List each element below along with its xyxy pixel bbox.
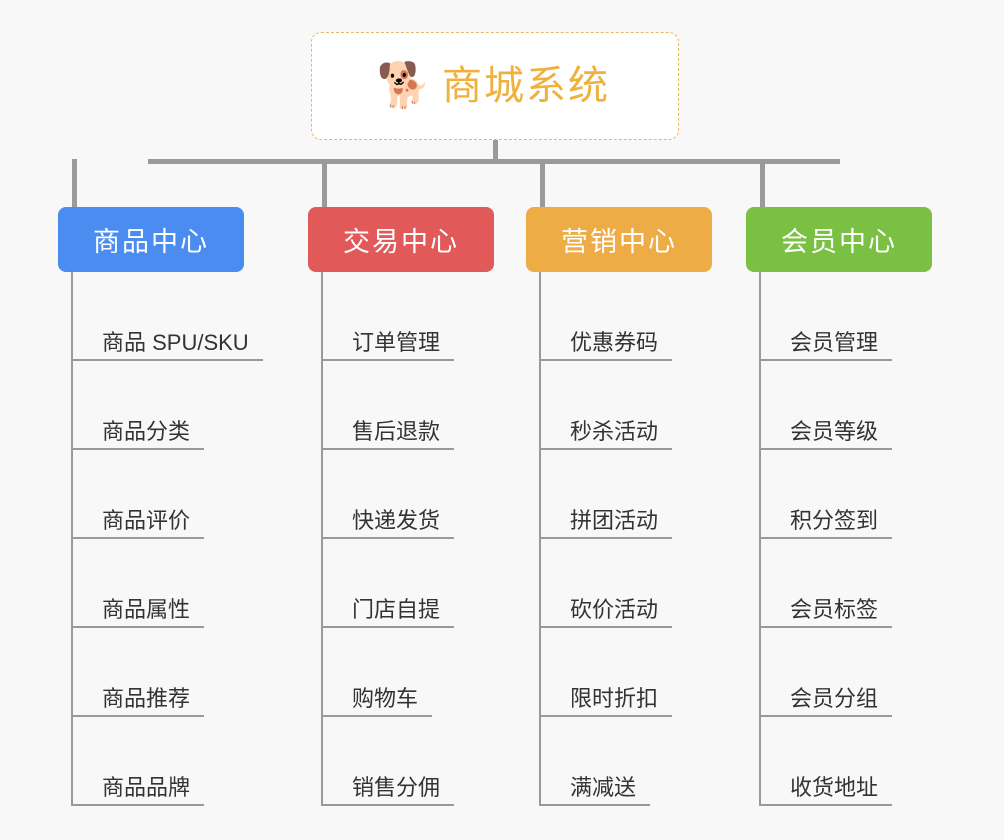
category-header-product[interactable]: 商品中心 [58, 207, 244, 272]
list-item[interactable]: 商品品牌 [72, 717, 244, 806]
category-column-member: 会员中心 会员管理 会员等级 积分签到 会员标签 会员分组 [746, 207, 932, 806]
leaf-underline [322, 804, 455, 806]
list-item[interactable]: 砍价活动 [540, 539, 712, 628]
list-item[interactable]: 快递发货 [322, 450, 494, 539]
list-item[interactable]: 优惠券码 [540, 272, 712, 361]
leaf-underline [322, 715, 433, 717]
list-item[interactable]: 积分签到 [760, 450, 932, 539]
list-item[interactable]: 限时折扣 [540, 628, 712, 717]
leaf-list-transaction: 订单管理 售后退款 快递发货 门店自提 购物车 销售分佣 [308, 272, 494, 806]
list-item[interactable]: 销售分佣 [322, 717, 494, 806]
leaf-underline [540, 626, 673, 628]
list-item[interactable]: 满减送 [540, 717, 712, 806]
leaf-underline [540, 448, 673, 450]
root-node-mall-system[interactable]: 🐕 商城系统 [311, 32, 679, 140]
leaf-underline [760, 626, 893, 628]
leaf-trunk-line [759, 272, 761, 806]
leaf-underline [540, 359, 673, 361]
list-item[interactable]: 售后退款 [322, 361, 494, 450]
category-column-marketing: 营销中心 优惠券码 秒杀活动 拼团活动 砍价活动 限时折扣 [526, 207, 712, 806]
leaf-underline [72, 359, 263, 361]
shiba-dog-face-icon: 🐕 [376, 61, 432, 110]
leaf-underline [72, 626, 205, 628]
leaf-underline [322, 448, 455, 450]
leaf-underline [760, 715, 893, 717]
list-item[interactable]: 收货地址 [760, 717, 932, 806]
list-item[interactable]: 会员管理 [760, 272, 932, 361]
list-item[interactable]: 秒杀活动 [540, 361, 712, 450]
list-item[interactable]: 商品属性 [72, 539, 244, 628]
connector-root-stem [493, 140, 498, 162]
category-header-marketing[interactable]: 营销中心 [526, 207, 712, 272]
list-item[interactable]: 会员分组 [760, 628, 932, 717]
connector-drop-1 [72, 159, 77, 207]
list-item[interactable]: 商品分类 [72, 361, 244, 450]
connector-drop-2 [322, 159, 327, 207]
leaf-trunk-line [539, 272, 541, 806]
connector-drop-4 [760, 159, 765, 207]
list-item[interactable]: 会员标签 [760, 539, 932, 628]
category-header-transaction[interactable]: 交易中心 [308, 207, 494, 272]
leaf-underline [72, 715, 205, 717]
list-item[interactable]: 商品 SPU/SKU [72, 272, 263, 361]
category-column-transaction: 交易中心 订单管理 售后退款 快递发货 门店自提 购物车 [308, 207, 494, 806]
category-column-product: 商品中心 商品 SPU/SKU 商品分类 商品评价 商品属性 商品推荐 [58, 207, 263, 806]
connector-drop-3 [540, 159, 545, 207]
list-item[interactable]: 会员等级 [760, 361, 932, 450]
leaf-underline [540, 804, 651, 806]
leaf-underline [72, 448, 205, 450]
list-item[interactable]: 订单管理 [322, 272, 494, 361]
leaf-underline [760, 537, 893, 539]
list-item[interactable]: 商品评价 [72, 450, 244, 539]
list-item[interactable]: 门店自提 [322, 539, 494, 628]
leaf-underline [72, 537, 205, 539]
list-item[interactable]: 商品推荐 [72, 628, 244, 717]
leaf-underline [322, 359, 455, 361]
connector-horizontal-bus [148, 159, 840, 164]
list-item[interactable]: 购物车 [322, 628, 494, 717]
leaf-underline [540, 537, 673, 539]
leaf-underline [72, 804, 205, 806]
leaf-list-marketing: 优惠券码 秒杀活动 拼团活动 砍价活动 限时折扣 满减送 [526, 272, 712, 806]
root-node-title: 商城系统 [442, 64, 610, 108]
leaf-trunk-line [71, 272, 73, 806]
leaf-underline [322, 626, 455, 628]
leaf-underline [760, 448, 893, 450]
list-item[interactable]: 拼团活动 [540, 450, 712, 539]
leaf-underline [760, 359, 893, 361]
category-header-member[interactable]: 会员中心 [746, 207, 932, 272]
leaf-underline [540, 715, 673, 717]
leaf-list-member: 会员管理 会员等级 积分签到 会员标签 会员分组 收货地址 [746, 272, 932, 806]
leaf-trunk-line [321, 272, 323, 806]
leaf-underline [322, 537, 455, 539]
leaf-underline [760, 804, 893, 806]
leaf-list-product: 商品 SPU/SKU 商品分类 商品评价 商品属性 商品推荐 商品品牌 [58, 272, 263, 806]
